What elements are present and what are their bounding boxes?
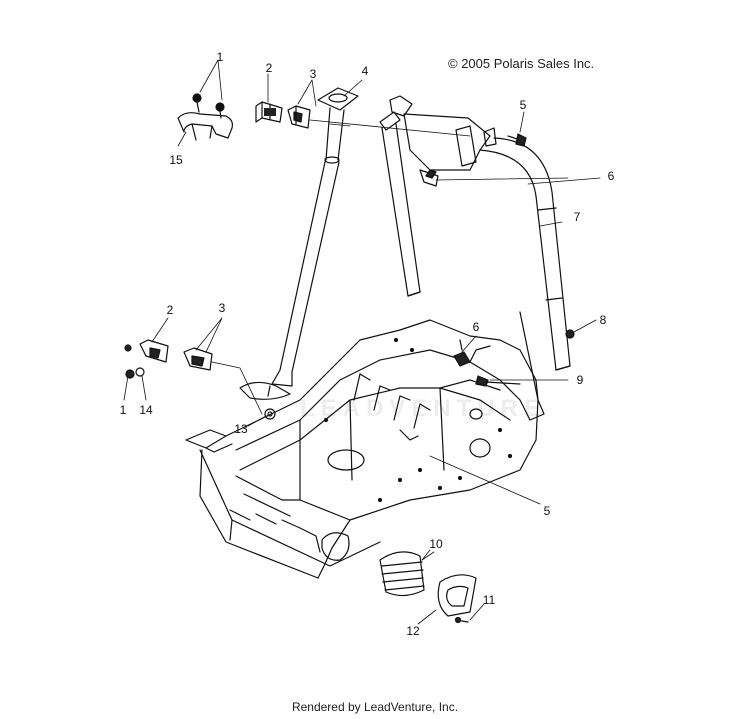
callout-3-top: 3 — [309, 67, 317, 81]
callout-2-top: 2 — [265, 61, 273, 75]
watermark-text: LEADVENTURE — [300, 395, 547, 422]
callout-7: 7 — [573, 210, 581, 224]
fastener-part-6-lower — [453, 339, 471, 367]
steering-column-part-4 — [239, 87, 359, 400]
callout-9: 9 — [576, 373, 584, 387]
steering-bracket-part-15 — [177, 93, 233, 141]
callout-10: 10 — [429, 537, 443, 551]
callout-1-lower: 1 — [119, 403, 127, 417]
callout-1-top: 1 — [216, 50, 224, 64]
callout-2-lower: 2 — [166, 303, 174, 317]
retainer-ring-part-12 — [417, 574, 477, 625]
clamp-part-3-top — [287, 105, 311, 129]
fastener-part-6-top — [419, 169, 439, 187]
callout-5-top: 5 — [519, 98, 527, 112]
callout-13: 13 — [234, 422, 248, 436]
upper-frame-part-7 — [379, 95, 571, 371]
bushing-part-2-lower — [124, 339, 169, 363]
washer-part-14 — [125, 367, 145, 379]
callout-8: 8 — [599, 313, 607, 327]
nut-part-8 — [565, 329, 575, 339]
callout-leaders — [123, 59, 601, 621]
bolt-part-9 — [475, 375, 521, 387]
main-frame-chassis — [185, 311, 545, 579]
callout-6-lower: 6 — [472, 320, 480, 334]
bolt-part-5-top — [507, 133, 527, 147]
callout-5-lower: 5 — [543, 504, 551, 518]
callout-15: 15 — [169, 153, 183, 167]
boot-part-10 — [379, 549, 431, 597]
clamp-part-3-lower — [183, 347, 263, 415]
screw-part-11 — [454, 616, 469, 624]
callout-14: 14 — [139, 403, 153, 417]
callout-6-top: 6 — [607, 169, 615, 183]
callout-4: 4 — [361, 64, 369, 78]
callout-12: 12 — [406, 624, 420, 638]
copyright-notice: © 2005 Polaris Sales Inc. — [448, 56, 595, 71]
callout-3-lower: 3 — [218, 301, 226, 315]
bushing-part-2-top — [255, 101, 283, 123]
render-credit: Rendered by LeadVenture, Inc. — [291, 700, 459, 714]
callout-11: 11 — [482, 593, 496, 607]
